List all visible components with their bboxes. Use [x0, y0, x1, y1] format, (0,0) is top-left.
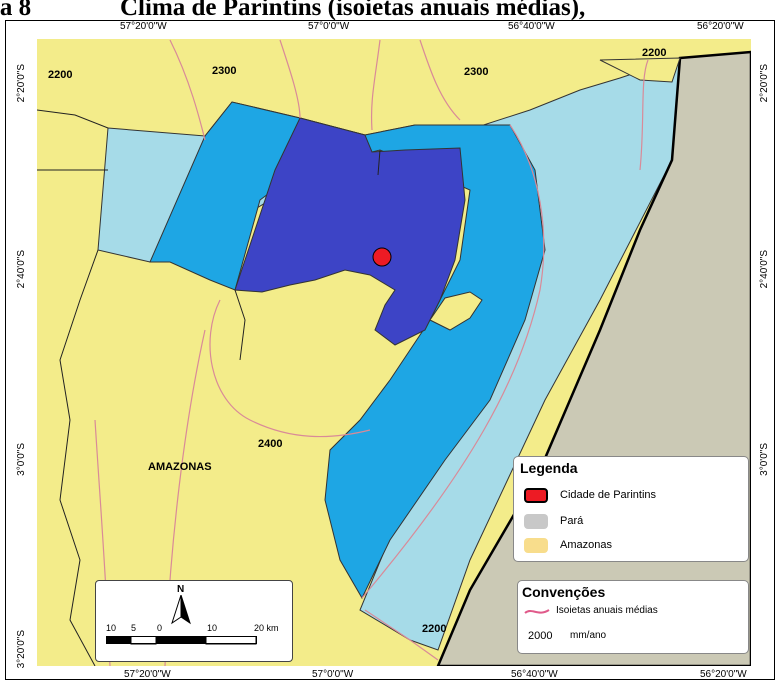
conventions-line-label: Isoietas anuais médias: [556, 605, 658, 616]
scale-tick-5: 20 km: [254, 623, 279, 633]
legend-label-city: Cidade de Parintins: [560, 489, 657, 501]
scale-box: N 10 5 0 10 20 km: [95, 580, 293, 662]
lon-tick-bottom-1: 57°20'0"W: [124, 669, 171, 680]
conventions-unit: mm/ano: [570, 630, 607, 641]
lat-tick-left-4: 3°20'0"S: [16, 630, 27, 669]
north-arrow-icon: [171, 595, 191, 625]
map-canvas: 2200 2300 2300 2200 2400 2200 AMAZONAS: [36, 39, 753, 668]
zone-mid: [149, 101, 546, 600]
scale-tick-1: 10: [106, 623, 117, 633]
amazonas-swatch: [524, 537, 548, 553]
lon-tick-top-1: 57°20'0"W: [120, 21, 167, 32]
lat-tick-right-3: 3°0'0"S: [759, 443, 770, 476]
isohyet-label: 2200: [48, 69, 72, 81]
lon-tick-top-3: 56°40'0"W: [508, 21, 555, 32]
scale-tick-4: 10: [207, 623, 218, 633]
lat-tick-left-3: 3°0'0"S: [16, 443, 27, 476]
isohyet-line-icon: [524, 609, 550, 614]
legend-title: Legenda: [520, 460, 578, 476]
legend-item-city: Cidade de Parintins: [524, 486, 656, 504]
legend-label-para: Pará: [560, 515, 584, 527]
lon-tick-bottom-4: 56°20'0"W: [700, 669, 747, 680]
lat-tick-right-1: 2°20'0"S: [759, 64, 770, 103]
lat-tick-right-2: 2°40'0"S: [759, 250, 770, 289]
region-label: AMAZONAS: [148, 461, 212, 473]
legend-box: Legenda Cidade de Parintins Pará Amazona…: [513, 456, 749, 562]
legend-label-amazonas: Amazonas: [560, 539, 612, 551]
conventions-value: 2000: [528, 630, 553, 642]
conventions-box: Convenções Isoietas anuais médias 2000 m…: [517, 580, 749, 654]
lat-tick-left-1: 2°20'0"S: [16, 64, 27, 103]
para-swatch: [524, 513, 548, 529]
isohyet-label: 2200: [642, 47, 666, 59]
conventions-title: Convenções: [522, 584, 606, 600]
city-swatch: [524, 487, 548, 503]
lon-tick-top-4: 56°20'0"W: [697, 21, 744, 32]
lon-tick-bottom-3: 56°40'0"W: [511, 669, 558, 680]
scale-tick-2: 5: [131, 623, 137, 633]
map-title: pa 8 Clima de Parintins (isoietas anuais…: [0, 0, 781, 24]
north-label: N: [177, 584, 185, 595]
legend-item-amazonas: Amazonas: [524, 536, 612, 554]
isohyet-label: 2400: [258, 438, 282, 450]
lon-tick-top-2: 57°0'0"W: [308, 21, 350, 32]
title-prefix: pa 8: [0, 0, 32, 21]
boundary-lines: [36, 109, 381, 667]
lat-tick-left-2: 2°40'0"S: [16, 250, 27, 289]
title-main: Clima de Parintins (isoietas anuais médi…: [120, 0, 586, 21]
zone-dark: [234, 117, 466, 346]
legend-item-para: Pará: [524, 512, 583, 530]
isohyet-label: 2300: [212, 65, 236, 77]
city-marker: [372, 247, 392, 267]
isohyet-label: 2300: [464, 66, 488, 78]
scale-tick-3: 0: [157, 623, 163, 633]
lon-tick-bottom-2: 57°0'0"W: [312, 669, 354, 680]
isohyet-label: 2200: [422, 623, 446, 635]
scale-bar: [106, 636, 257, 645]
